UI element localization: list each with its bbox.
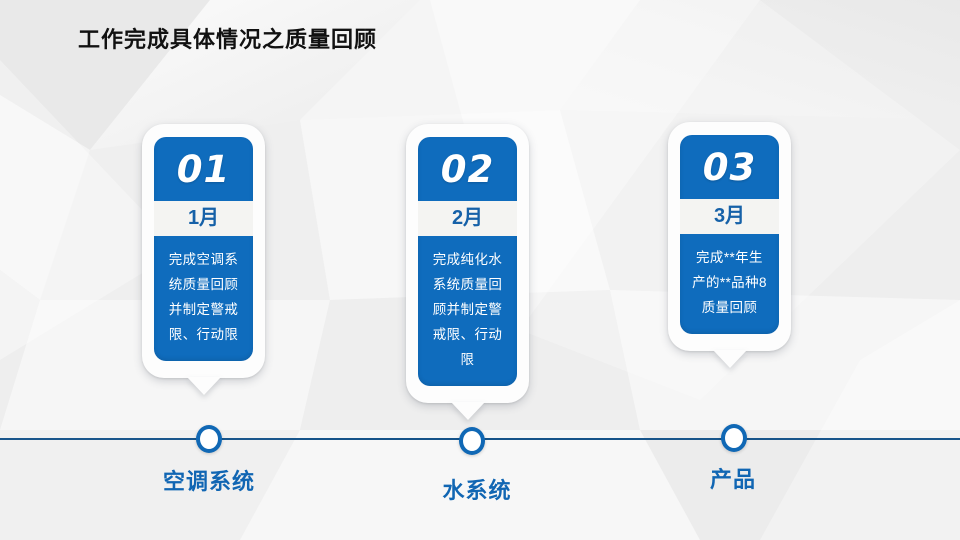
card-body-text: 完成**年生产的**品种8质量回顾 xyxy=(692,250,767,315)
card-month: 3月 xyxy=(680,199,779,234)
card-frame: 01 1月 完成空调系统质量回顾并制定警戒限、行动限 xyxy=(142,124,265,395)
card-inner: 02 2月 完成纯化水系统质量回顾并制定警戒限、行动限 xyxy=(418,137,517,386)
card-pointer-tail xyxy=(450,402,485,420)
card-month: 1月 xyxy=(154,201,253,236)
card-frame: 02 2月 完成纯化水系统质量回顾并制定警戒限、行动限 xyxy=(406,124,529,420)
milestone-card-3[interactable]: 03 3月 完成**年生产的**品种8质量回顾 xyxy=(668,122,791,368)
card-month: 2月 xyxy=(418,201,517,236)
card-frame: 03 3月 完成**年生产的**品种8质量回顾 xyxy=(668,122,791,368)
timeline-node-3[interactable] xyxy=(721,424,747,452)
timeline-label-1: 空调系统 xyxy=(162,469,256,494)
card-body-text: 完成空调系统质量回顾并制定警戒限、行动限 xyxy=(168,252,239,342)
card-number: 03 xyxy=(702,146,757,189)
timeline-node-1[interactable] xyxy=(196,425,222,453)
milestone-card-1[interactable]: 01 1月 完成空调系统质量回顾并制定警戒限、行动限 xyxy=(142,124,265,395)
timeline-label-2: 水系统 xyxy=(442,478,512,503)
card-inner: 01 1月 完成空调系统质量回顾并制定警戒限、行动限 xyxy=(154,137,253,361)
card-number: 02 xyxy=(440,148,495,191)
card-pointer-tail xyxy=(712,350,747,368)
card-body-text: 完成纯化水系统质量回顾并制定警戒限、行动限 xyxy=(432,252,503,367)
card-inner: 03 3月 完成**年生产的**品种8质量回顾 xyxy=(680,135,779,334)
timeline-node-2[interactable] xyxy=(459,427,485,455)
milestone-card-2[interactable]: 02 2月 完成纯化水系统质量回顾并制定警戒限、行动限 xyxy=(406,124,529,420)
timeline-label-3: 产品 xyxy=(709,467,757,492)
card-number: 01 xyxy=(176,148,231,191)
card-pointer-tail xyxy=(186,377,221,395)
page-title: 工作完成具体情况之质量回顾 xyxy=(78,27,378,53)
